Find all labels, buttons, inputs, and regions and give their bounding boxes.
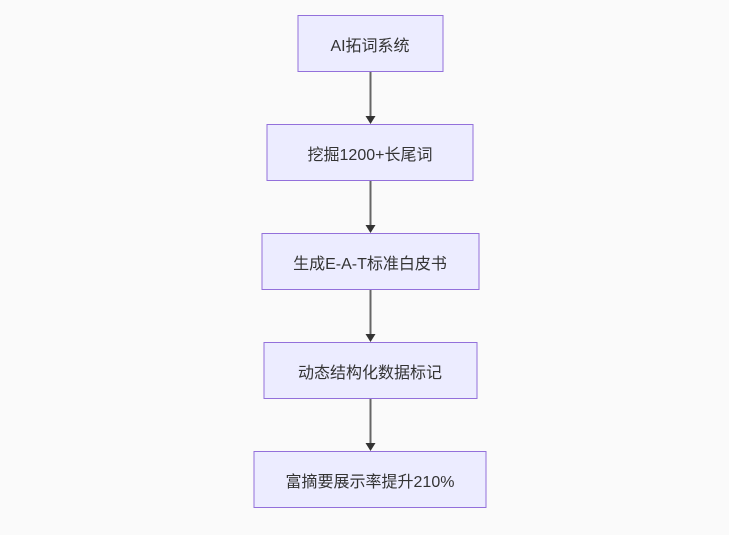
flow-arrow-1 <box>365 72 375 124</box>
flow-arrow-3 <box>365 290 375 342</box>
flow-arrow-2 <box>365 181 375 233</box>
arrow-line <box>369 72 371 117</box>
arrow-line <box>369 181 371 226</box>
flow-node-generate-eat-whitepaper: 生成E-A-T标准白皮书 <box>261 233 479 290</box>
arrowhead-down-icon <box>365 116 375 124</box>
arrow-line <box>369 399 371 444</box>
arrowhead-down-icon <box>365 443 375 451</box>
flow-node-ai-word-expansion-system: AI拓词系统 <box>297 15 443 72</box>
flow-node-mine-longtail-keywords: 挖掘1200+长尾词 <box>266 124 474 181</box>
arrowhead-down-icon <box>365 225 375 233</box>
flow-node-label: 富摘要展示率提升210% <box>285 473 455 491</box>
flow-node-label: 生成E-A-T标准白皮书 <box>293 255 447 273</box>
flow-arrow-4 <box>365 399 375 451</box>
flow-node-label: AI拓词系统 <box>330 37 410 55</box>
flowchart: AI拓词系统 挖掘1200+长尾词 生成E-A-T标准白皮书 动态结构化数据标记… <box>253 15 487 508</box>
flow-node-label: 动态结构化数据标记 <box>297 364 442 382</box>
arrowhead-down-icon <box>365 334 375 342</box>
flow-node-dynamic-structured-data-markup: 动态结构化数据标记 <box>263 342 477 399</box>
arrow-line <box>369 290 371 335</box>
flow-node-rich-snippet-rate-increase: 富摘要展示率提升210% <box>253 451 487 508</box>
flow-node-label: 挖掘1200+长尾词 <box>307 146 433 164</box>
